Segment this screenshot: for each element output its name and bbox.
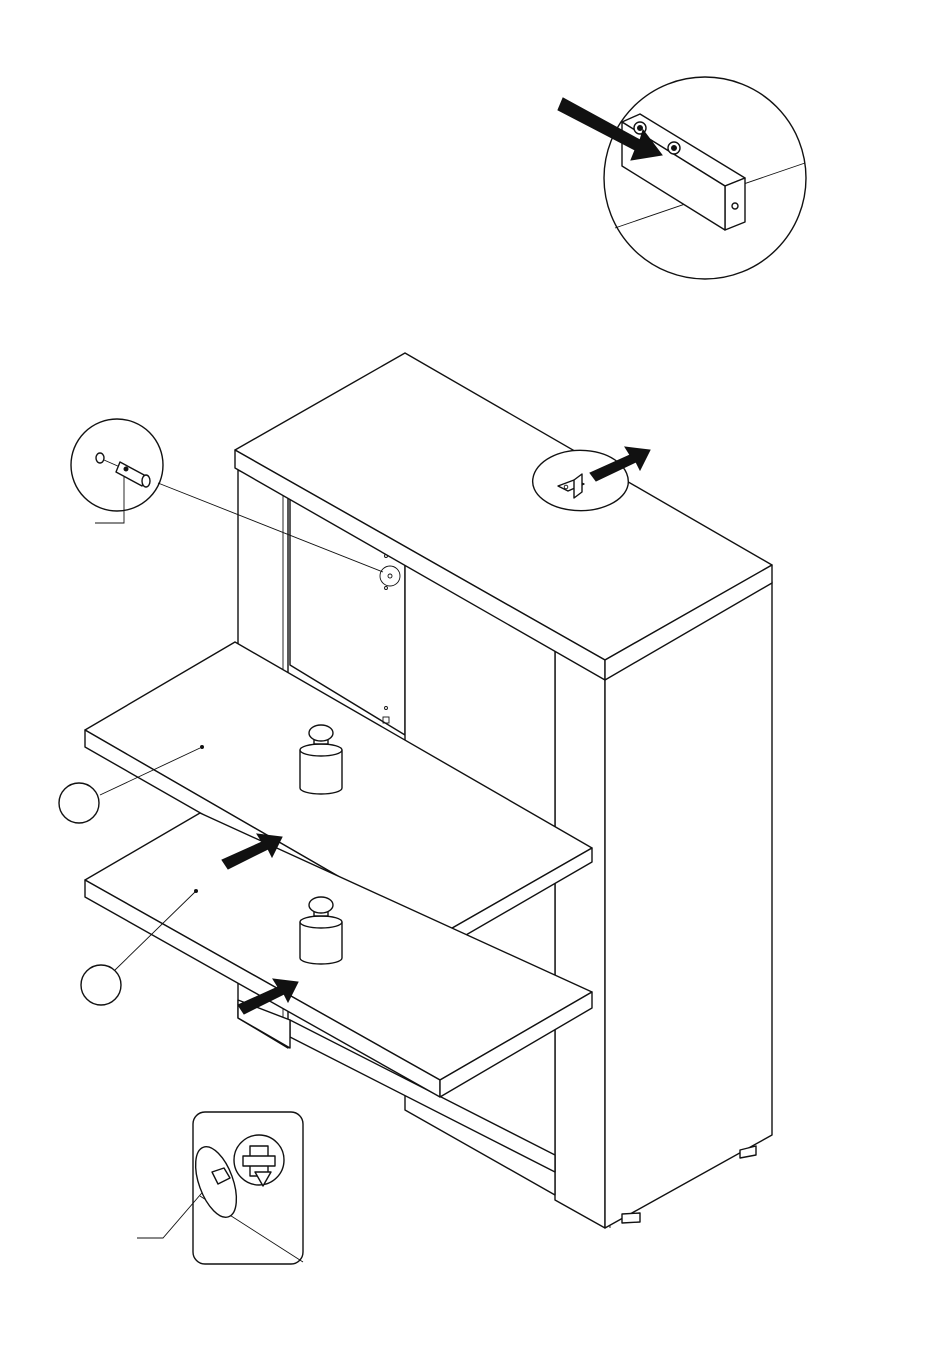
right-side-panel-outer (605, 582, 772, 1228)
cam-lock-detail (137, 1112, 303, 1264)
foot-front (622, 1213, 640, 1223)
right-side-panel-front (555, 640, 605, 1228)
wall-bracket-detail (558, 77, 806, 279)
